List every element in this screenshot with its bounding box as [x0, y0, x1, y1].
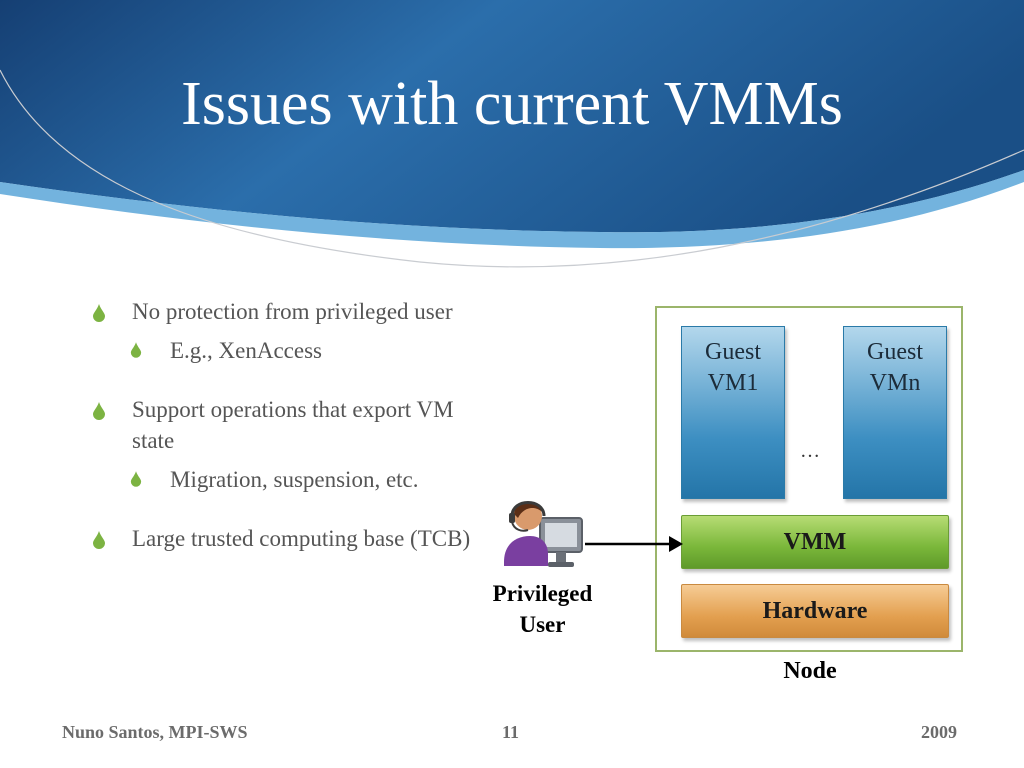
- bullet-item: Large trusted computing base (TCB): [92, 523, 482, 554]
- bullet-text: Support operations that export VM state: [132, 397, 454, 453]
- guest-vm1-box: Guest VM1: [681, 326, 785, 499]
- bullet-list: No protection from privileged user E.g.,…: [92, 296, 482, 554]
- sub-bullet-item: Migration, suspension, etc.: [130, 464, 482, 495]
- bullet-drop-icon: [130, 471, 142, 487]
- sub-bullet-item: E.g., XenAccess: [130, 335, 482, 366]
- vmm-layer: VMM: [681, 515, 949, 569]
- ellipsis: …: [800, 440, 820, 462]
- bullet-drop-icon: [93, 402, 105, 420]
- sub-bullet-text: Migration, suspension, etc.: [170, 467, 419, 492]
- privileged-user-label: Privileged User: [492, 581, 593, 637]
- slide-title: Issues with current VMMs: [181, 70, 843, 138]
- bullet-drop-icon: [93, 304, 105, 322]
- bullet-item: Support operations that export VM state: [92, 394, 482, 456]
- node-label: Node: [783, 658, 837, 684]
- bullet-item: No protection from privileged user: [92, 296, 482, 327]
- guest-vmn-box: Guest VMn: [843, 326, 947, 499]
- bullet-drop-icon: [93, 531, 105, 549]
- footer-year: 2009: [921, 722, 957, 742]
- privileged-user-icon: [504, 501, 583, 567]
- hardware-layer: Hardware: [681, 584, 949, 638]
- guest-vm1-label: Guest VM1: [705, 339, 761, 396]
- footer-author: Nuno Santos, MPI-SWS: [62, 722, 248, 742]
- bullet-text: Large trusted computing base (TCB): [132, 526, 471, 551]
- title-banner: [0, 0, 1024, 268]
- guest-vmn-label: Guest VMn: [867, 339, 923, 396]
- sub-bullet-text: E.g., XenAccess: [170, 338, 323, 363]
- bullet-drop-icon: [130, 342, 142, 358]
- access-arrow: [585, 536, 683, 552]
- bullet-text: No protection from privileged user: [132, 299, 453, 324]
- footer-page-number: 11: [502, 722, 520, 742]
